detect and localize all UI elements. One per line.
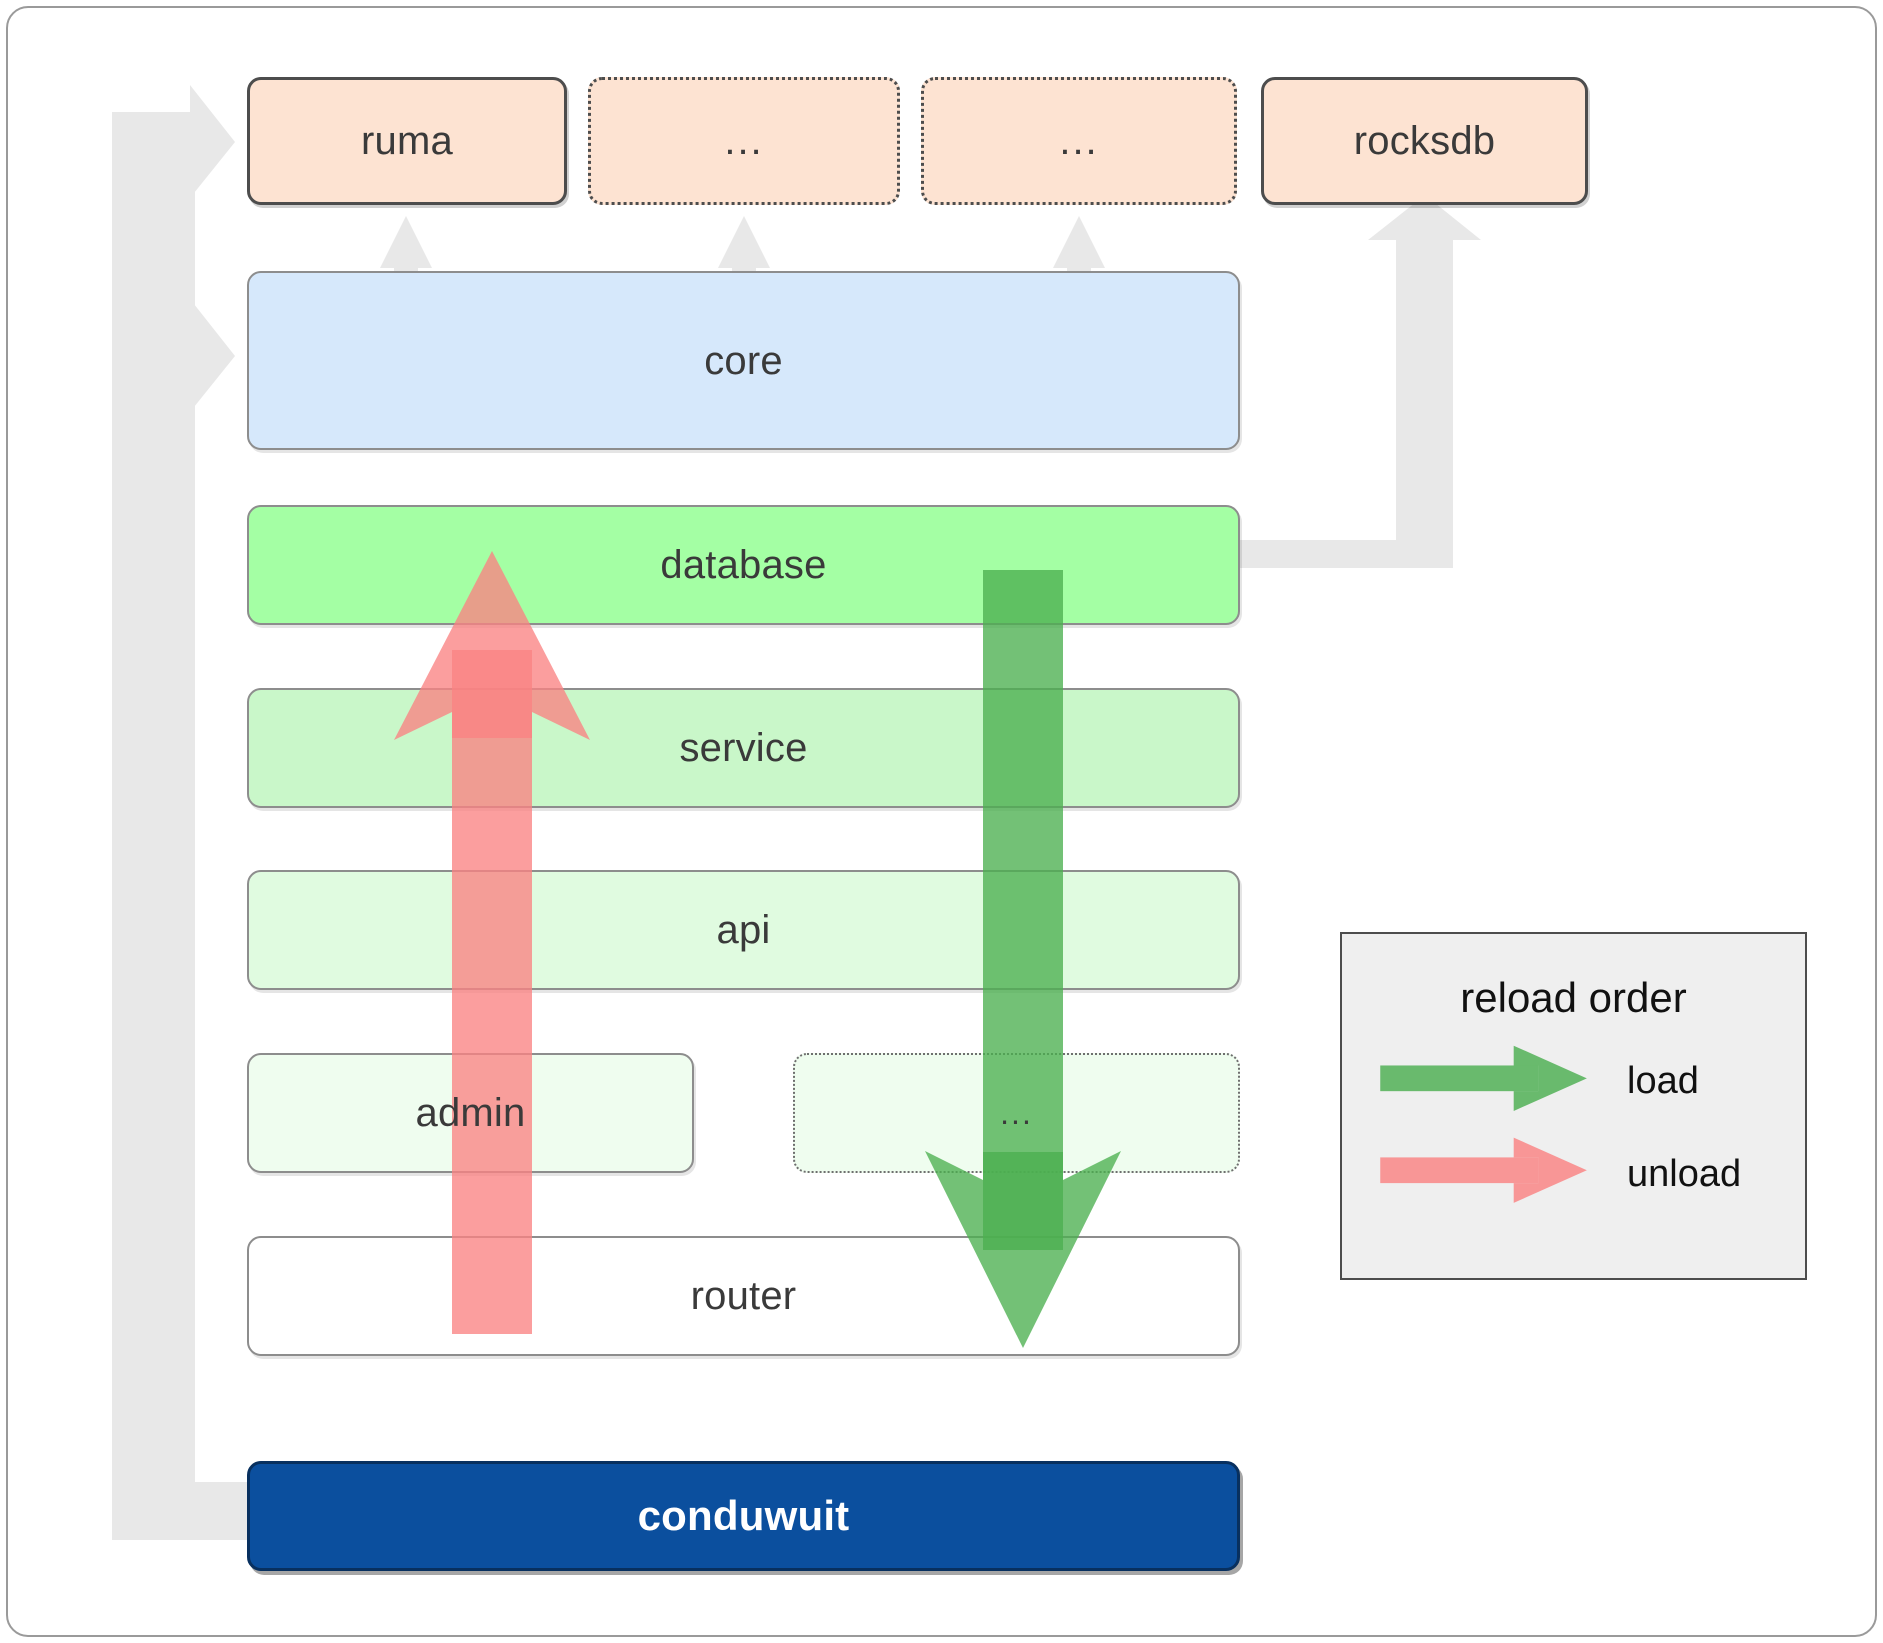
crate-layer-ellipsis[interactable]: ... <box>793 1053 1240 1173</box>
crate-label-admin: admin <box>415 1091 526 1135</box>
dependency-box-ellipsis-2[interactable]: ... <box>921 77 1237 205</box>
crate-label-api: api <box>716 908 771 952</box>
legend-label-unload: unload <box>1627 1153 1742 1195</box>
crate-label-core: core <box>704 338 783 383</box>
legend-panel: reload order load unload <box>1340 932 1807 1280</box>
crate-layer-router[interactable]: router <box>247 1236 1240 1356</box>
crate-label-router: router <box>690 1274 797 1318</box>
dependency-label-ellipsis-2: ... <box>1059 118 1099 163</box>
crate-layer-admin[interactable]: admin <box>247 1053 694 1173</box>
crate-layer-core[interactable]: core <box>247 271 1240 450</box>
legend-label-load: load <box>1627 1060 1699 1102</box>
crate-layer-service[interactable]: service <box>247 688 1240 808</box>
crate-label-conduwuit: conduwuit <box>637 1492 850 1539</box>
crate-layer-api[interactable]: api <box>247 870 1240 990</box>
dependency-label-ellipsis-1: ... <box>724 118 764 163</box>
crate-label-database: database <box>660 543 827 587</box>
legend-unload-arrow-icon <box>1380 1137 1587 1203</box>
dependency-box-ellipsis-1[interactable]: ... <box>588 77 900 205</box>
crate-layer-database[interactable]: database <box>247 505 1240 625</box>
diagram-frame <box>6 6 1877 1637</box>
dependency-label-rocksdb: rocksdb <box>1353 119 1496 163</box>
legend-title: reload order <box>1460 974 1687 1021</box>
legend-load-arrow-icon <box>1380 1045 1587 1111</box>
crate-layer-conduwuit[interactable]: conduwuit <box>247 1461 1240 1571</box>
dependency-box-rocksdb[interactable]: rocksdb <box>1261 77 1588 205</box>
crate-label-ellipsis: ... <box>1000 1095 1033 1131</box>
crate-label-service: service <box>679 726 808 770</box>
dependency-label-ruma: ruma <box>361 119 453 163</box>
dependency-box-ruma[interactable]: ruma <box>247 77 567 205</box>
